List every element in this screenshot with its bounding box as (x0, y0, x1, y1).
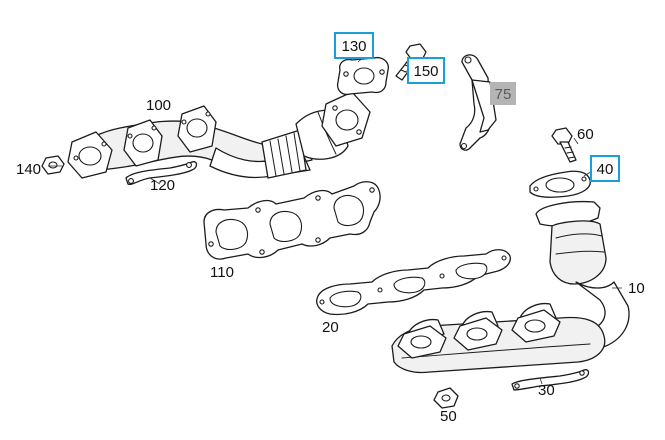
callout-130[interactable]: 130 (334, 32, 374, 59)
part-30-lower-bracket[interactable] (511, 369, 590, 391)
callout-20-label: 20 (322, 319, 339, 336)
callout-110-label: 110 (210, 264, 234, 281)
part-20-right-manifold-gasket[interactable] (316, 249, 511, 316)
callout-60-label: 60 (577, 126, 594, 143)
callout-120-label: 120 (150, 177, 175, 194)
callout-150-label: 150 (413, 63, 438, 80)
part-100-left-exhaust-manifold[interactable] (67, 91, 371, 179)
callout-40-label: 40 (597, 161, 614, 178)
part-110-left-manifold-gasket[interactable] (203, 181, 381, 260)
callout-100-label: 100 (146, 97, 171, 114)
callout-50-label: 50 (440, 408, 457, 425)
part-40-outlet-gasket[interactable] (529, 170, 591, 198)
callout-130-label: 130 (341, 38, 366, 55)
part-120-bracket[interactable] (125, 161, 198, 186)
callout-150[interactable]: 150 (407, 57, 445, 84)
callout-40[interactable]: 40 (590, 155, 620, 182)
part-10-right-exhaust-manifold[interactable] (391, 200, 630, 374)
callout-10-label: 10 (628, 280, 645, 297)
part-50-nut[interactable] (433, 387, 459, 409)
part-130-outlet-gasket[interactable] (336, 56, 389, 96)
callout-30-label: 30 (538, 382, 555, 399)
callout-75-label: 75 (495, 86, 512, 103)
callout-75[interactable]: 75 (490, 82, 516, 105)
part-60-stud-bolt[interactable] (551, 127, 577, 163)
callout-140-label: 140 (16, 161, 41, 178)
part-140-nut[interactable] (41, 155, 65, 175)
